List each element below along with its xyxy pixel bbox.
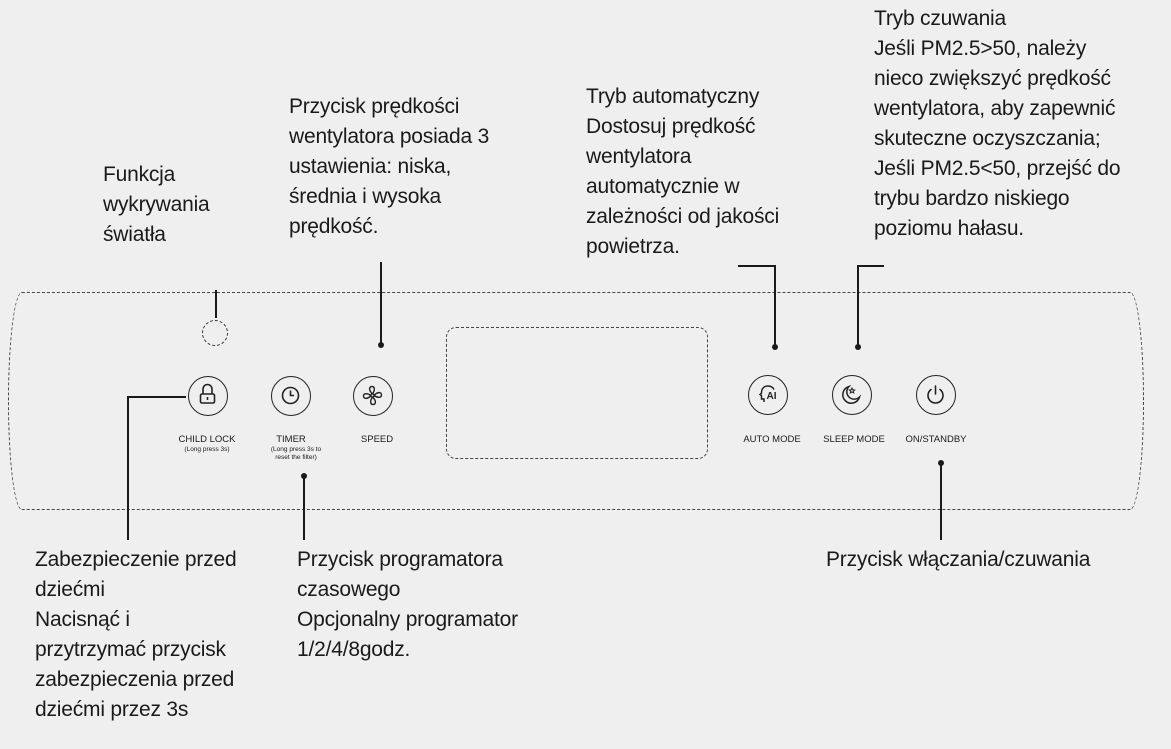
- timer-sublabel: (Long press 3s to reset the filter): [270, 446, 322, 461]
- speed-label: SPEED: [360, 434, 394, 445]
- power-callout: Przycisk włączania/czuwania: [826, 548, 1091, 571]
- moon-star-icon: [842, 384, 862, 404]
- lock-icon: [199, 383, 216, 404]
- light-sensor: [202, 320, 228, 346]
- auto-mode-callout: Tryb automatyczny Dostosuj prędkość went…: [586, 85, 780, 258]
- fan-speed-callout: Przycisk prędkości wentylatora posiada 3…: [289, 95, 490, 238]
- child-lock-callout: Zabezpieczenie przed dziećmi Nacisnąć i …: [35, 548, 237, 721]
- speed-button[interactable]: [353, 376, 393, 416]
- on-standby-button[interactable]: [916, 375, 956, 415]
- timer-label: TIMER: [276, 434, 306, 445]
- sleep-mode-label: SLEEP MODE: [823, 434, 885, 445]
- on-standby-label: ON/STANDBY: [905, 434, 967, 445]
- sleep-mode-callout: Tryb czuwania Jeśli PM2.5>50, należy nie…: [874, 7, 1121, 240]
- child-lock-sublabel: (Long press 3s): [184, 446, 230, 453]
- child-lock-button[interactable]: [188, 376, 228, 416]
- timer-button[interactable]: [271, 376, 311, 416]
- display-area: [446, 327, 708, 459]
- auto-mode-button[interactable]: AI: [748, 375, 788, 415]
- sleep-mode-button[interactable]: [832, 375, 872, 415]
- fan-icon: [362, 385, 383, 406]
- ai-head-icon: AI: [758, 385, 777, 402]
- control-panel-outline: [8, 292, 1144, 510]
- light-sensor-callout: Funkcja wykrywania światła: [103, 163, 210, 246]
- power-icon: [927, 385, 944, 404]
- svg-text:AI: AI: [767, 391, 777, 402]
- child-lock-label: CHILD LOCK: [178, 434, 236, 445]
- clock-icon: [281, 386, 300, 405]
- timer-callout: Przycisk programatora czasowego Opcjonal…: [297, 548, 518, 661]
- auto-mode-label: AUTO MODE: [743, 434, 801, 445]
